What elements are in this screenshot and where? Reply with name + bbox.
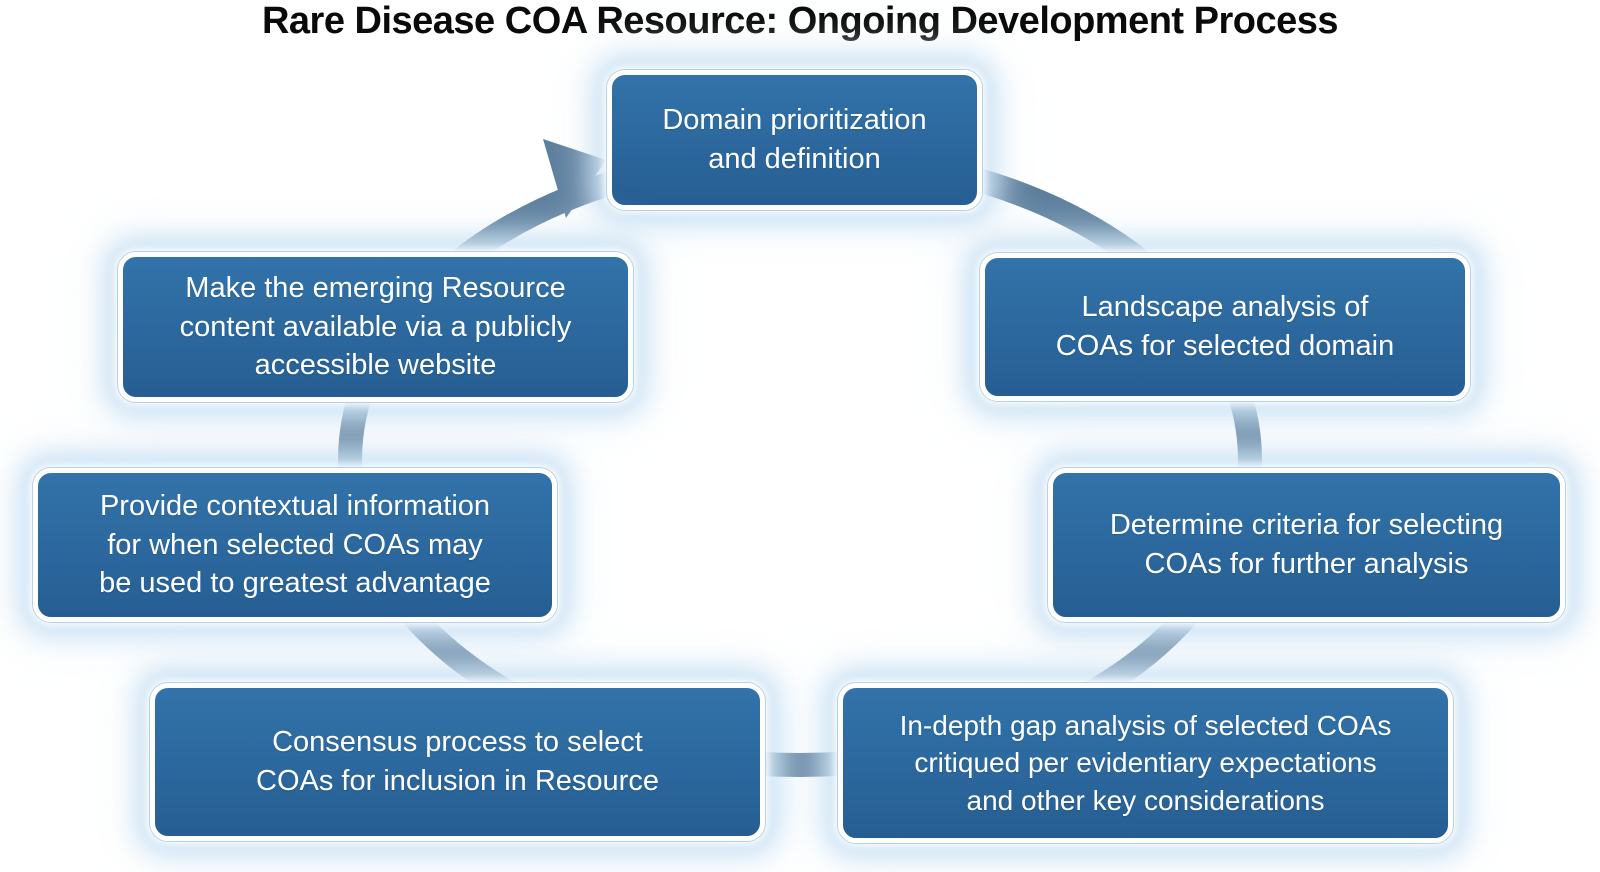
- process-step-label: Landscape analysis of COAs for selected …: [1055, 291, 1395, 362]
- cycle-ellipse: [338, 143, 1262, 777]
- process-step-label: Determine criteria for selecting COAs fo…: [1109, 509, 1504, 580]
- process-step-consensus-process: Consensus process to select COAs for inc…: [150, 683, 765, 841]
- process-step-determine-criteria: Determine criteria for selecting COAs fo…: [1048, 468, 1565, 622]
- process-step-contextual-information: Provide contextual information for when …: [33, 468, 557, 622]
- process-step-gap-analysis: In-depth gap analysis of selected COAs c…: [838, 683, 1453, 843]
- process-step-label: Make the emerging Resource content avail…: [179, 272, 572, 382]
- process-step-label: Provide contextual information for when …: [99, 490, 491, 600]
- process-step-landscape-analysis: Landscape analysis of COAs for selected …: [980, 253, 1470, 401]
- process-step-label: Domain prioritization and definition: [662, 104, 927, 175]
- diagram-title: Rare Disease COA Resource: Ongoing Devel…: [261, 0, 1339, 42]
- process-step-domain-prioritization: Domain prioritization and definition: [607, 70, 982, 210]
- process-step-label: In-depth gap analysis of selected COAs c…: [899, 710, 1392, 816]
- cycle-arrowhead-icon: [543, 139, 606, 218]
- process-step-label: Consensus process to select COAs for inc…: [256, 726, 659, 797]
- process-step-publish-website: Make the emerging Resource content avail…: [118, 252, 633, 402]
